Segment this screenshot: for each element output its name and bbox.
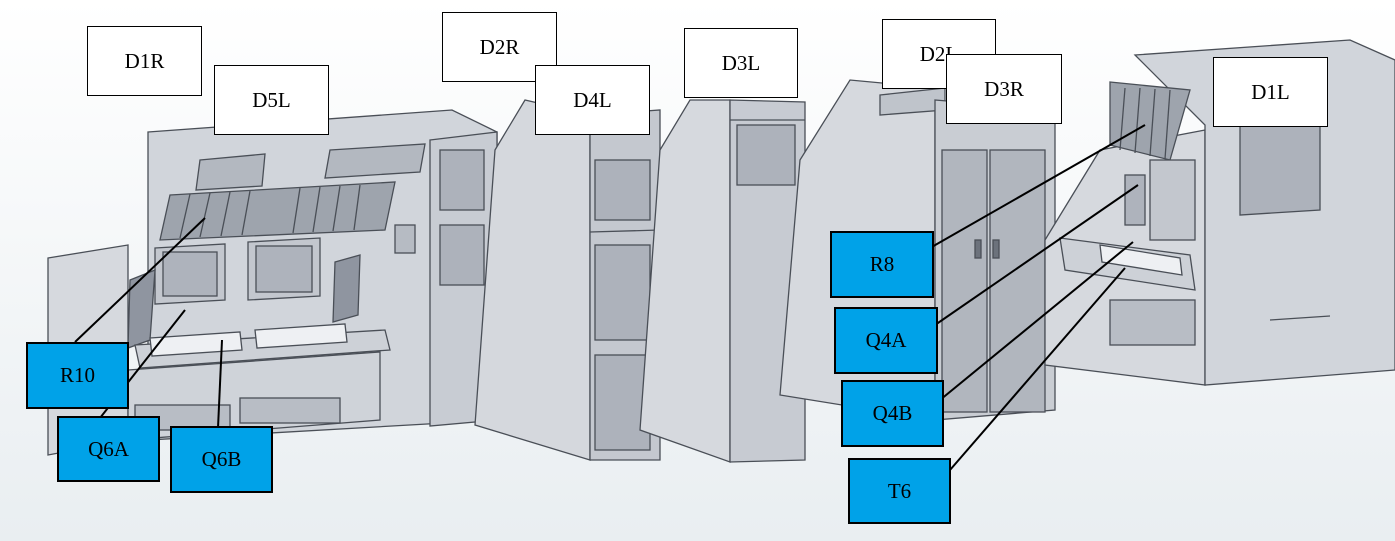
console-left bbox=[47, 109, 498, 456]
label-d1r: D1R bbox=[87, 26, 202, 96]
cabinet-d4l bbox=[474, 99, 661, 461]
label-d4l: D4L bbox=[535, 65, 650, 135]
callout-r8: R8 bbox=[830, 231, 934, 298]
leader-r8 bbox=[929, 124, 1146, 249]
callout-q4a: Q4A bbox=[834, 307, 938, 374]
callout-t6: T6 bbox=[848, 458, 951, 524]
label-d1l: D1L bbox=[1213, 57, 1328, 127]
label-d3l: D3L bbox=[684, 28, 798, 98]
callout-q6a: Q6A bbox=[57, 416, 160, 482]
console-right bbox=[1044, 39, 1395, 386]
leader-q4a bbox=[934, 184, 1139, 326]
label-d5l: D5L bbox=[214, 65, 329, 135]
label-d3r: D3R bbox=[946, 54, 1062, 124]
callout-r10: R10 bbox=[26, 342, 129, 409]
cabinet-d3l bbox=[639, 99, 806, 463]
leader-t6 bbox=[949, 267, 1126, 471]
callout-q6b: Q6B bbox=[170, 426, 273, 493]
callout-q4b: Q4B bbox=[841, 380, 944, 447]
leader-r10 bbox=[74, 217, 206, 343]
leader-q6b bbox=[217, 339, 223, 429]
leader-q4b bbox=[939, 241, 1134, 401]
